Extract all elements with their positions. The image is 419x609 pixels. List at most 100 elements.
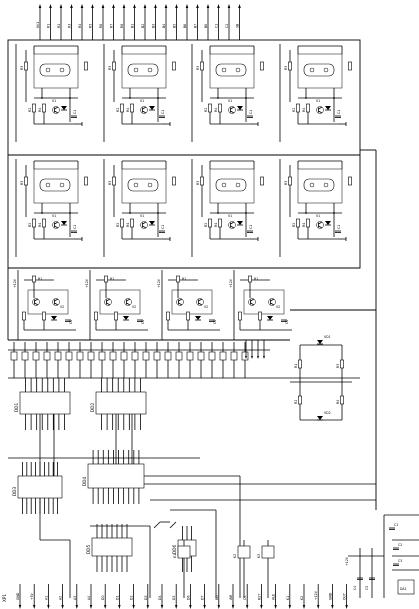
resistor [172,61,176,71]
series-resistor [54,351,62,361]
transistor-emitter [178,302,183,306]
series-resistor [208,351,216,361]
resistor [248,275,252,283]
series-resistor [32,351,40,361]
resistor [340,359,344,369]
driver-frame [27,289,69,315]
series-resistor [120,351,128,361]
optocoupler-led [309,182,315,188]
junction-dot [333,212,335,214]
optocoupler-led [45,182,51,188]
optocoupler-led [235,67,241,73]
pin-arrow [231,605,235,609]
regulator-label: DA1 [400,587,407,591]
junction-dot [129,97,131,99]
pin-label: 8V1 [36,22,40,28]
relay-outline [297,53,343,89]
capacitor-label: C1 [73,110,77,114]
transistor-collector [54,221,59,225]
transistor-symbol [316,221,324,229]
relay: K2 [233,540,251,598]
pin-arrow [189,605,192,609]
series-resistor [21,351,29,361]
pin-arrow [61,605,64,609]
transistor-emitter [54,110,59,114]
resistor [94,311,98,321]
transistor-label: V1 [316,99,320,103]
pin-label: K2 [300,596,304,600]
pin-arrow [38,4,42,8]
pin-label: B5 [173,24,177,28]
pin-label: B4 [162,24,166,28]
pin-arrow [160,605,164,609]
junction-dot [245,97,247,99]
diode-symbol [123,316,129,320]
pin-label: D7 [201,596,205,600]
capacitor-label: C1 [249,225,253,229]
transistor-emitter [230,110,235,114]
pin-arrow [122,4,126,8]
resistor [112,176,116,186]
driver-frame [243,289,285,315]
pin-label: CS [243,596,247,600]
pin-label: B2 [141,24,145,28]
optocoupler-led [133,182,139,188]
resistor-label: R3 [284,181,288,185]
resistor [32,103,36,113]
pin-arrow [196,4,199,8]
series-resistor [87,351,95,361]
pin-arrow [75,605,78,609]
pin-arrow [132,605,135,609]
led-label: VD2 [324,411,331,415]
transistor-collector [142,221,147,225]
pin-label: B1 [131,24,135,28]
transistor-collector [34,298,39,302]
series-resistor [43,351,51,361]
relay-coil [39,178,71,192]
pin-label: RST [257,594,261,600]
pin-label: GND [328,592,332,600]
relay-outline [33,53,79,89]
transistor-emitter [142,110,147,114]
resistor [348,176,352,186]
pin-arrow [154,4,157,8]
transistor-emitter [34,302,39,306]
transistor-symbol [52,298,60,306]
junction-dot [157,212,159,214]
led-label: VD1 [324,335,331,339]
resistor-label: R2 [28,223,32,227]
resistor [298,395,302,405]
transistor-collector [142,106,147,110]
pin-arrow [227,4,231,8]
transistor-label: V2 [204,305,208,309]
transistor-emitter [250,302,255,306]
resistor [296,103,300,113]
optocoupler-led [133,67,139,73]
pin-arrow [133,4,136,8]
pin-label: WR [229,594,233,600]
pin-label: C2 [225,24,229,28]
transistor-label: V2 [60,305,64,309]
resistor [24,61,28,71]
ic-label: DD2 [90,403,95,412]
diode-symbol [237,221,243,225]
transistor-label: V2 [276,305,280,309]
pin-label: D0 [101,596,105,600]
resistor [112,61,116,71]
pin-label: OUT [343,593,347,600]
resistor-label: R4 [126,108,130,112]
pin-label: D2 [130,596,134,600]
relay-coil-box [261,545,275,559]
transistor-symbol [316,106,324,114]
relay-coil-box [237,545,251,559]
relay: K1 [173,540,191,598]
resistor [200,61,204,71]
ic-chip: DD2 [90,378,147,430]
transistor-symbol [228,106,236,114]
series-resistor [219,351,227,361]
pin-label: GND [16,592,20,600]
resistor [186,311,190,321]
resistor-label: R3 [336,364,340,368]
